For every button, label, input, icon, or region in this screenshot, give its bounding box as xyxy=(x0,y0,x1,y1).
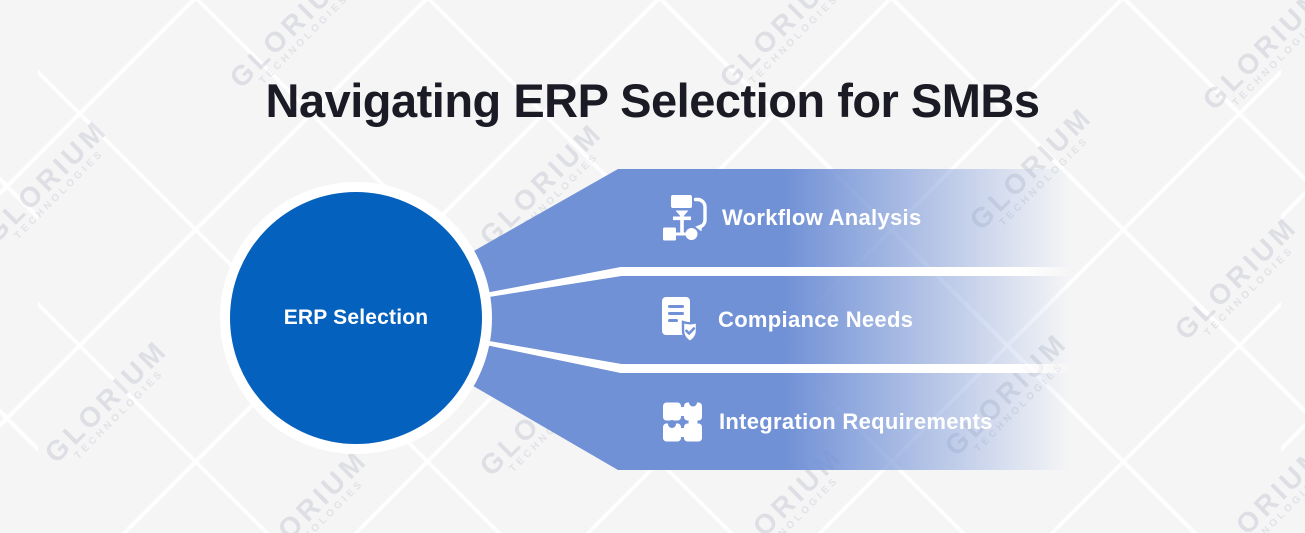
band-compliance xyxy=(356,276,1070,364)
branch-integration: Integration Requirements xyxy=(662,373,993,470)
branch-label: Compiance Needs xyxy=(718,307,914,332)
workflow-icon xyxy=(663,194,707,240)
hub-circle xyxy=(230,192,482,444)
branch-workflow: Workflow Analysis xyxy=(662,169,921,267)
branch-compliance: Compiance Needs xyxy=(662,276,913,364)
branch-label: Workflow Analysis xyxy=(722,205,922,230)
hub-label: ERP Selection xyxy=(283,306,429,329)
document-shield-icon xyxy=(662,297,699,343)
puzzle-icon xyxy=(663,398,702,441)
band-workflow xyxy=(356,169,1070,318)
page-title: Navigating ERP Selection for SMBs xyxy=(265,74,1040,127)
band-integration xyxy=(356,318,1070,470)
separator-top xyxy=(356,267,1070,318)
branch-label: Integration Requirements xyxy=(719,408,993,434)
separator-bottom xyxy=(356,318,1070,373)
